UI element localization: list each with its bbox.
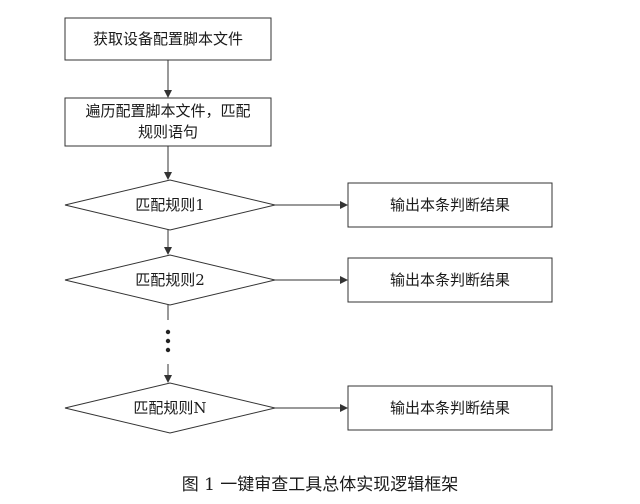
node-o1-shape: [347, 182, 553, 228]
node-n1-label: 获取设备配置脚本文件: [92, 30, 243, 48]
figure-caption: 图 1 一键审查工具总体实现逻辑框架: [181, 475, 459, 495]
node-on-shape: [347, 385, 553, 431]
node-n1-shape: [64, 17, 272, 61]
ellipsis-dot-2: [165, 338, 171, 344]
ellipsis-dot-3: [165, 347, 171, 353]
node-on-label: 输出本条判断结果: [389, 399, 510, 417]
node-n2-label: 遍历配置脚本文件，匹配 规则语句: [85, 102, 251, 141]
node-o2-label: 输出本条判断结果: [389, 271, 510, 289]
ellipsis-dot-1: [165, 329, 171, 335]
node-dn-label: 匹配规则N: [133, 399, 207, 417]
node-d1-label: 匹配规则1: [135, 196, 205, 214]
node-d2-label: 匹配规则2: [135, 271, 205, 289]
node-n2-shape: [64, 97, 272, 147]
node-o2-shape: [347, 257, 553, 303]
node-o1-label: 输出本条判断结果: [389, 196, 510, 214]
